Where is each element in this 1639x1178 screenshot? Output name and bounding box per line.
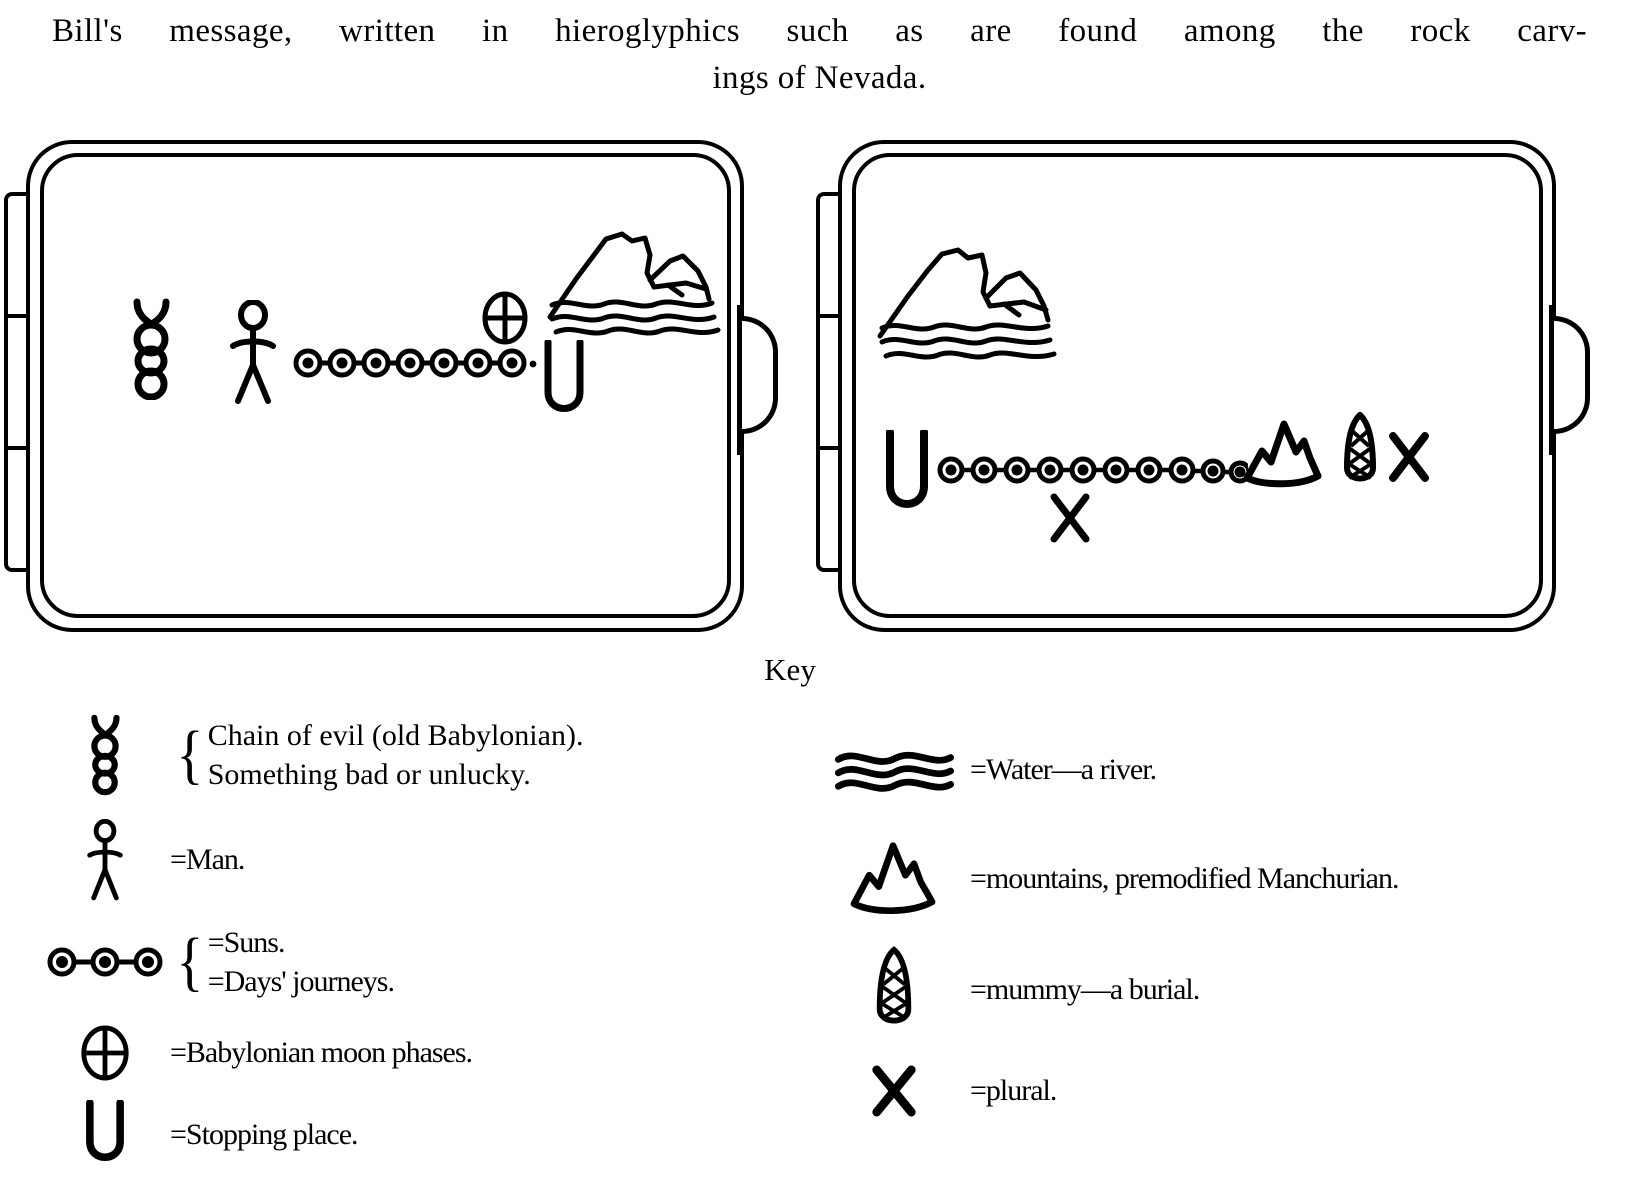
caption-line-2: ings of Nevada. — [712, 59, 927, 96]
key-line: Chain of evil (old Babylonian). — [207, 719, 584, 752]
tablet-tab-handle — [1549, 305, 1590, 455]
key-right-column: =Water—a river. =mountains, premodified … — [818, 716, 1618, 1136]
key-entry-text: =mummy—a burial. — [970, 973, 1200, 1006]
key-line: Something bad or unlucky. — [207, 758, 531, 791]
key-entry-text: =Water—a river. — [970, 753, 1157, 786]
key-heading: Key — [764, 652, 816, 687]
key-entry-man: =Man. — [40, 810, 780, 910]
key-entry-text: =plural. — [970, 1074, 1057, 1107]
suns-chain-icon — [291, 345, 546, 381]
right-tablet — [816, 140, 1590, 632]
key-entry-text: =Stopping place. — [170, 1118, 359, 1151]
key-entry-mummy: =mummy—a burial. — [818, 934, 1618, 1046]
key-entry-text: =Babylonian moon phases. — [170, 1036, 473, 1069]
suns-chain-icon — [936, 450, 1252, 486]
stopping-place-icon — [882, 428, 932, 520]
key-entry-stopping-place: =Stopping place. — [40, 1092, 780, 1178]
chain-of-evil-icon — [40, 714, 170, 796]
tablet-inner-border — [852, 153, 1543, 618]
plural-x-icon — [818, 1063, 970, 1119]
man-icon — [40, 819, 170, 901]
left-tablet-glyphs — [26, 140, 744, 632]
key-entry-mountains: =mountains, premodified Manchurian. — [818, 824, 1618, 934]
mummy-icon — [818, 946, 970, 1034]
mountain-river-icon — [876, 240, 1076, 375]
tablet-hinge — [816, 192, 842, 572]
tablet-tab-handle — [737, 305, 778, 455]
key-entry-plural: =plural. — [818, 1046, 1618, 1136]
key-entry-water: =Water—a river. — [818, 716, 1618, 824]
plural-x-icon — [1048, 492, 1092, 544]
right-tablet-glyphs — [838, 140, 1556, 632]
left-tablet — [4, 140, 778, 632]
plural-x-icon — [1386, 430, 1432, 484]
key-entry-text: Chain of evil (old Babylonian). Somethin… — [208, 716, 584, 794]
stopping-place-icon — [40, 1100, 170, 1170]
tablet-inner-border — [40, 153, 731, 618]
mountains-icon — [818, 839, 970, 919]
water-icon — [818, 746, 970, 794]
key-entry-text: =Suns. =Days' journeys. — [207, 923, 395, 1001]
suns-chain-icon — [40, 945, 170, 979]
moon-phases-icon — [479, 290, 531, 346]
mountain-river-icon — [546, 225, 736, 350]
chain-of-evil-icon — [121, 298, 181, 401]
figure-caption: Bill's message, written in hieroglyphics… — [0, 8, 1639, 102]
key-entry-suns: { =Suns. =Days' journeys. — [40, 910, 780, 1014]
tablet-hinge — [4, 192, 30, 572]
key-line: =Suns. — [207, 926, 286, 959]
stopping-place-icon — [541, 338, 587, 424]
key-line: =Days' journeys. — [207, 965, 395, 998]
key-left-column: { Chain of evil (old Babylonian). Someth… — [40, 700, 780, 1178]
key-entry-text: =Man. — [170, 843, 245, 876]
mountains-icon — [1240, 418, 1326, 492]
man-icon — [222, 299, 284, 404]
caption-line-1: Bill's message, written in hieroglyphics… — [52, 13, 1587, 49]
key-entry-moon-phases: =Babylonian moon phases. — [40, 1014, 780, 1092]
key-entry-chain-of-evil: { Chain of evil (old Babylonian). Someth… — [40, 700, 780, 810]
key-entry-text: =mountains, premodified Manchurian. — [970, 862, 1399, 895]
mummy-icon — [1340, 410, 1380, 490]
moon-phases-icon — [40, 1023, 170, 1083]
